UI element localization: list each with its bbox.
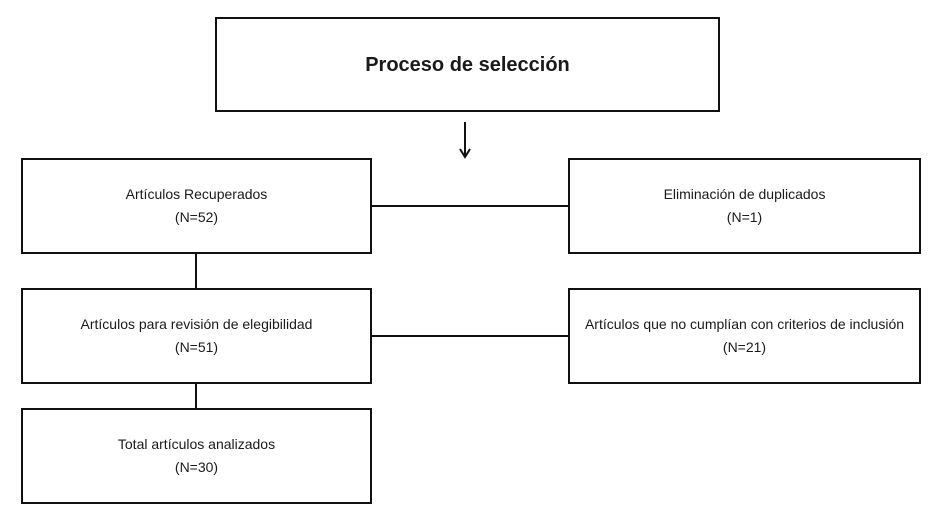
title-box: Proceso de selección [215, 17, 720, 112]
eligibility-review-box: Artículos para revisión de elegibilidad … [21, 288, 372, 384]
analyzed-articles-box: Total artículos analizados (N=30) [21, 408, 372, 504]
excluded-articles-label: Artículos que no cumplían con criterios … [584, 316, 905, 332]
eligibility-review-label: Artículos para revisión de elegibilidad [80, 316, 313, 332]
duplicates-removed-box: Eliminación de duplicados (N=1) [568, 158, 921, 254]
duplicates-removed-label: Eliminación de duplicados [663, 186, 826, 202]
diagram-title: Proceso de selección [365, 53, 570, 76]
connector-eligibility-excluded [372, 335, 568, 337]
retrieved-articles-label: Artículos Recuperados [125, 186, 268, 202]
connector-retrieved-duplicates [372, 205, 568, 207]
duplicates-removed-count: (N=1) [726, 209, 763, 225]
analyzed-articles-label: Total artículos analizados [117, 436, 276, 452]
connector-retrieved-eligibility [195, 254, 197, 288]
retrieved-articles-box: Artículos Recuperados (N=52) [21, 158, 372, 254]
connector-eligibility-analyzed [195, 384, 197, 408]
analyzed-articles-count: (N=30) [174, 459, 219, 475]
retrieved-articles-count: (N=52) [174, 209, 219, 225]
excluded-articles-box: Artículos que no cumplían con criterios … [568, 288, 921, 384]
down-arrow-icon [459, 122, 471, 159]
excluded-articles-count: (N=21) [722, 339, 767, 355]
eligibility-review-count: (N=51) [174, 339, 219, 355]
